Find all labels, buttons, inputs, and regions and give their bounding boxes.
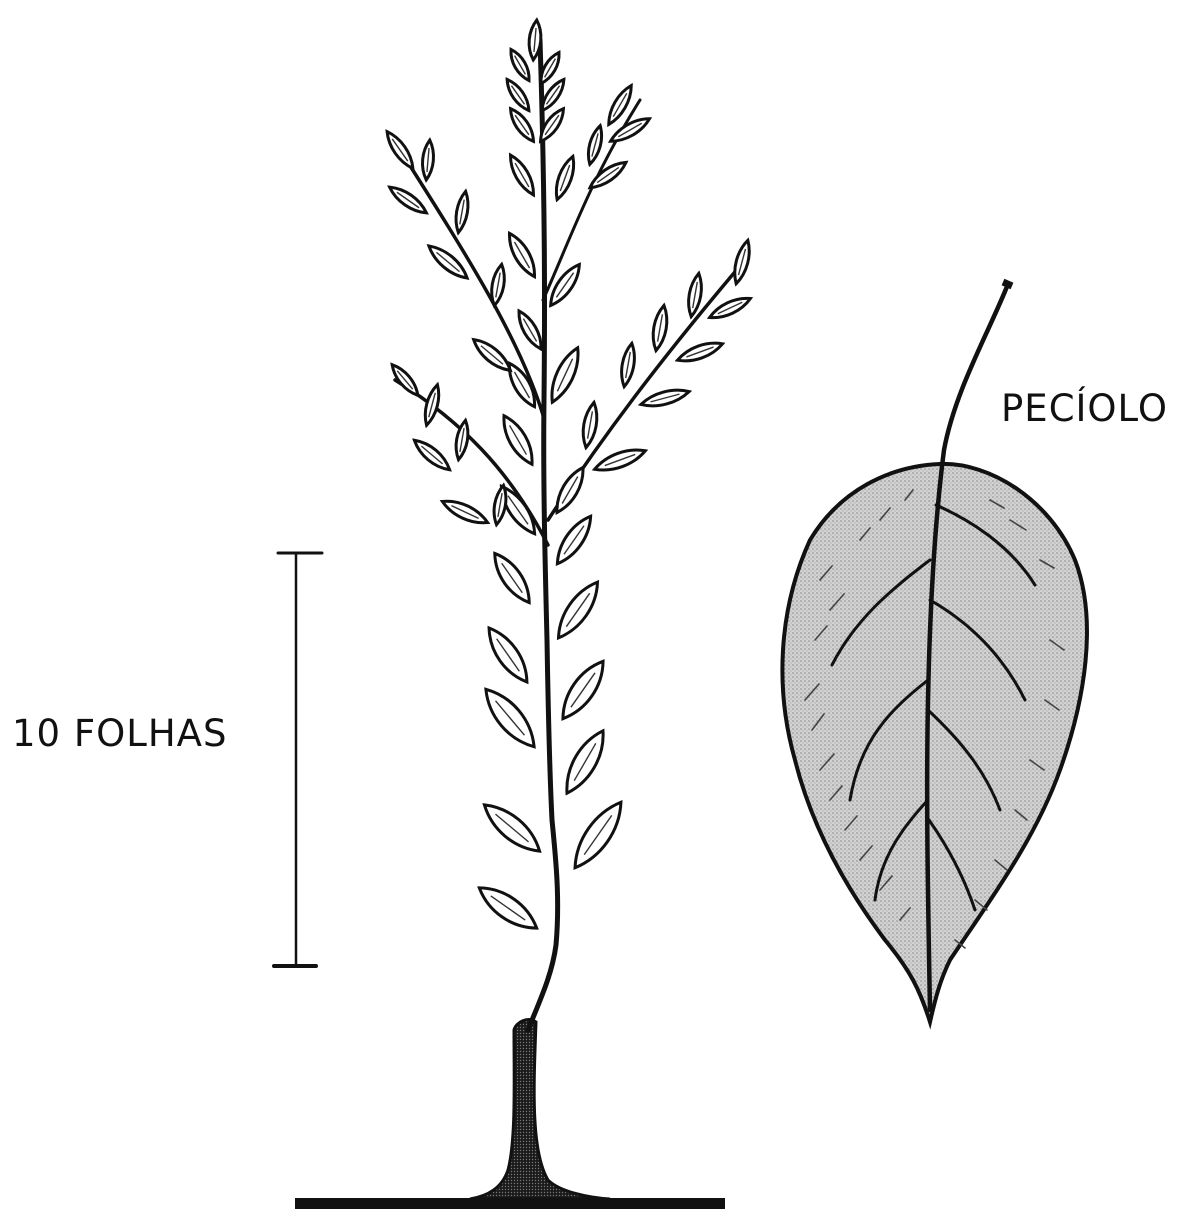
plant-leaves (382, 20, 753, 937)
stem-base (470, 1020, 610, 1199)
petiole-label: PECÍOLO (1001, 386, 1168, 430)
scale-label: 10 FOLHAS (12, 712, 227, 755)
scale-bar (274, 553, 322, 966)
